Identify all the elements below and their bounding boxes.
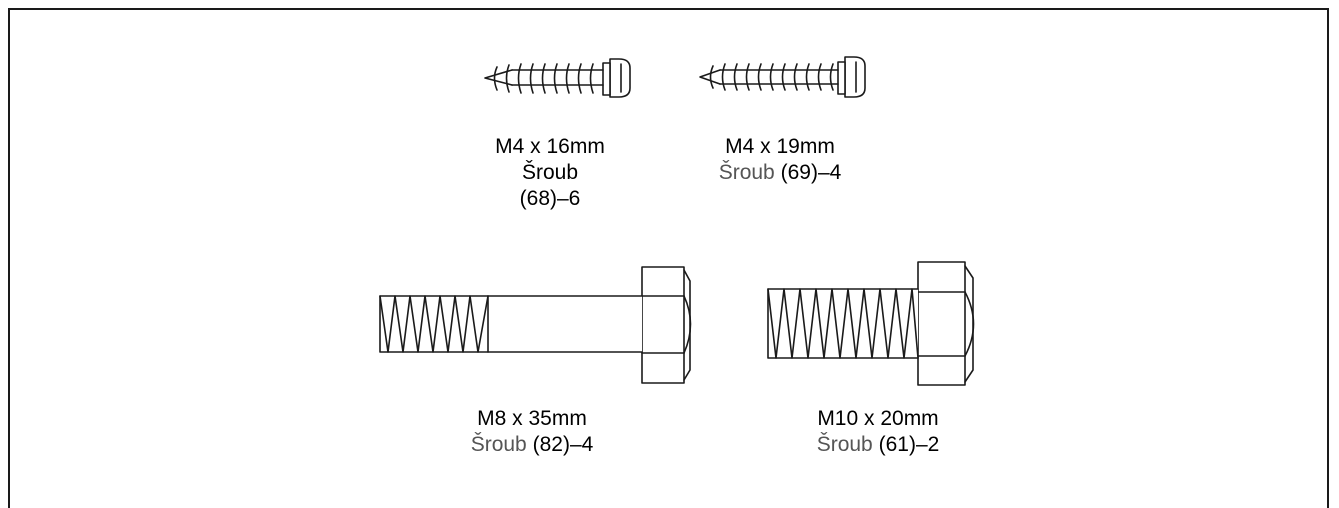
parts-panel-frame xyxy=(8,8,1329,508)
part-label-m4x16: M4 x 16mm Šroub (68)–6 xyxy=(458,134,642,212)
part-name: Šroub xyxy=(718,161,775,184)
part-name: Šroub xyxy=(521,161,579,184)
part-size: M10 x 20mm xyxy=(817,407,939,430)
part-ref: (68)–6 xyxy=(519,187,581,210)
part-desc: Šroub (61)–2 xyxy=(778,432,978,458)
bolt-m10x20-icon xyxy=(767,261,975,386)
part-ref: (82)–4 xyxy=(532,433,594,456)
part-desc: Šroub (82)–4 xyxy=(440,432,624,458)
part-desc: Šroub (69)–4 xyxy=(688,160,872,186)
part-ref: (69)–4 xyxy=(780,161,842,184)
bolt-m8x35-icon xyxy=(379,266,692,384)
part-size: M4 x 19mm xyxy=(725,135,835,158)
part-size: M8 x 35mm xyxy=(477,407,587,430)
part-label-m4x19: M4 x 19mm Šroub (69)–4 xyxy=(688,134,872,186)
part-label-m10x20: M10 x 20mm Šroub (61)–2 xyxy=(778,406,978,458)
part-ref: (61)–2 xyxy=(878,433,940,456)
part-size: M4 x 16mm xyxy=(495,135,605,158)
part-name: Šroub xyxy=(470,433,527,456)
screw-m4x16-icon xyxy=(484,58,631,98)
screw-m4x19-icon xyxy=(699,56,866,98)
part-label-m8x35: M8 x 35mm Šroub (82)–4 xyxy=(440,406,624,458)
part-name: Šroub xyxy=(816,433,873,456)
